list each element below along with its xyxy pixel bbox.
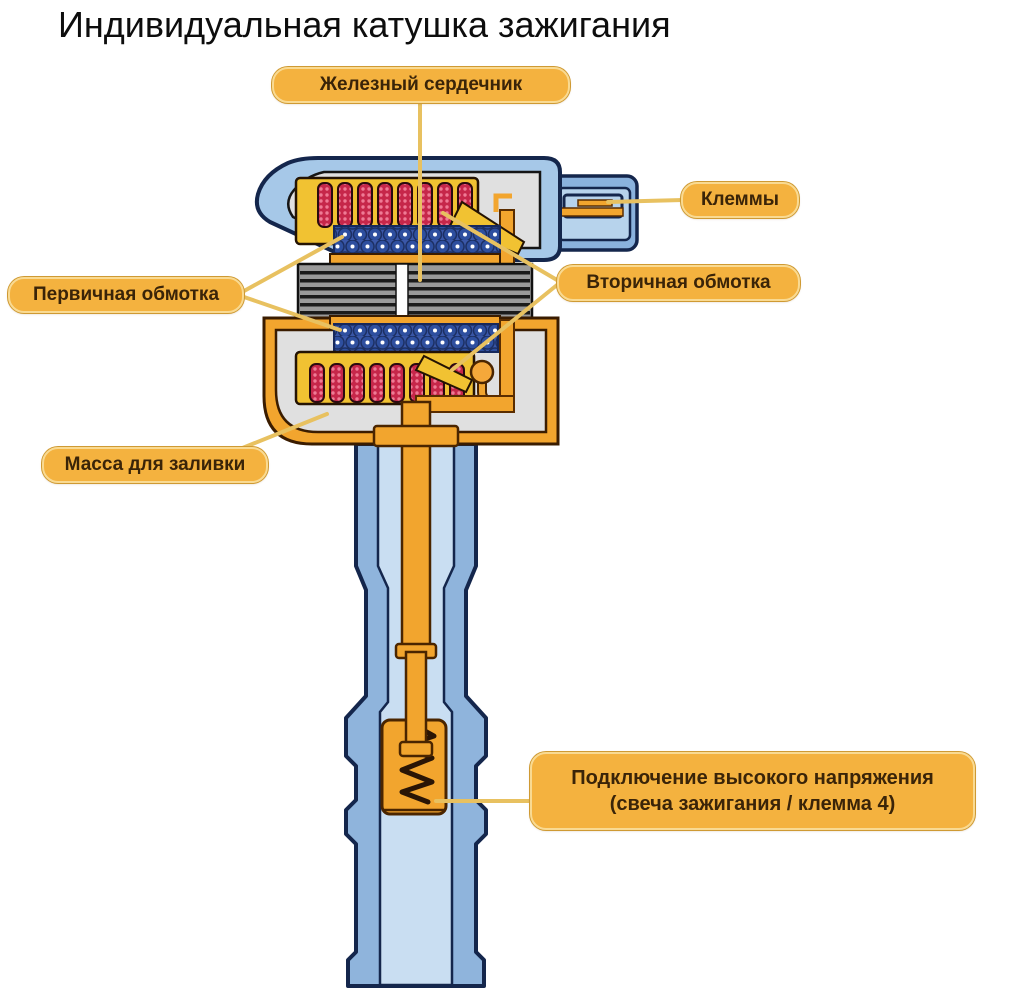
core-air-gap xyxy=(395,263,409,319)
callout-secondary-winding: Вторичная обмотка xyxy=(557,265,800,301)
callout-iron-core: Железный сердечник xyxy=(272,67,570,103)
callout-terminals-label: Клеммы xyxy=(700,188,780,210)
leader-lines xyxy=(238,102,685,803)
hv-contact-dome xyxy=(469,359,495,385)
callout-primary-winding: Первичная обмотка xyxy=(8,277,244,313)
high-voltage-path xyxy=(372,319,515,758)
callout-terminals: Клеммы xyxy=(681,182,799,218)
winding-bottom-red xyxy=(294,350,476,406)
winding-bottom-blue xyxy=(333,323,499,353)
leader-primary-lower xyxy=(242,295,342,332)
leader-secondary-upper xyxy=(441,211,559,282)
iron-core-lamination xyxy=(296,262,534,320)
callout-primary-winding-label: Первичная обмотка xyxy=(32,283,220,305)
page-title: Индивидуальная катушка зажигания xyxy=(58,4,671,45)
callout-iron-core-label: Железный сердечник xyxy=(319,73,523,95)
callout-hv-connection-line2: (свеча зажигания / клемма 4) xyxy=(609,793,896,815)
leader-potting xyxy=(238,412,329,451)
callout-potting-compound-label: Масса для заливки xyxy=(64,453,246,475)
callout-hv-connection-line1: Подключение высокого напряжения xyxy=(571,767,934,789)
connector-block xyxy=(504,174,639,252)
callout-secondary-winding-label: Вторичная обмотка xyxy=(586,271,771,293)
leader-terminals xyxy=(606,198,685,204)
callout-potting-compound: Масса для заливки xyxy=(42,447,268,483)
callout-hv-connection: Подключение высокого напряжения (свеча з… xyxy=(530,752,975,830)
bobbin-wedge-bottom xyxy=(414,354,474,394)
leader-primary-upper xyxy=(242,235,344,293)
leader-secondary-lower xyxy=(450,283,559,372)
contact-spring xyxy=(399,723,437,805)
